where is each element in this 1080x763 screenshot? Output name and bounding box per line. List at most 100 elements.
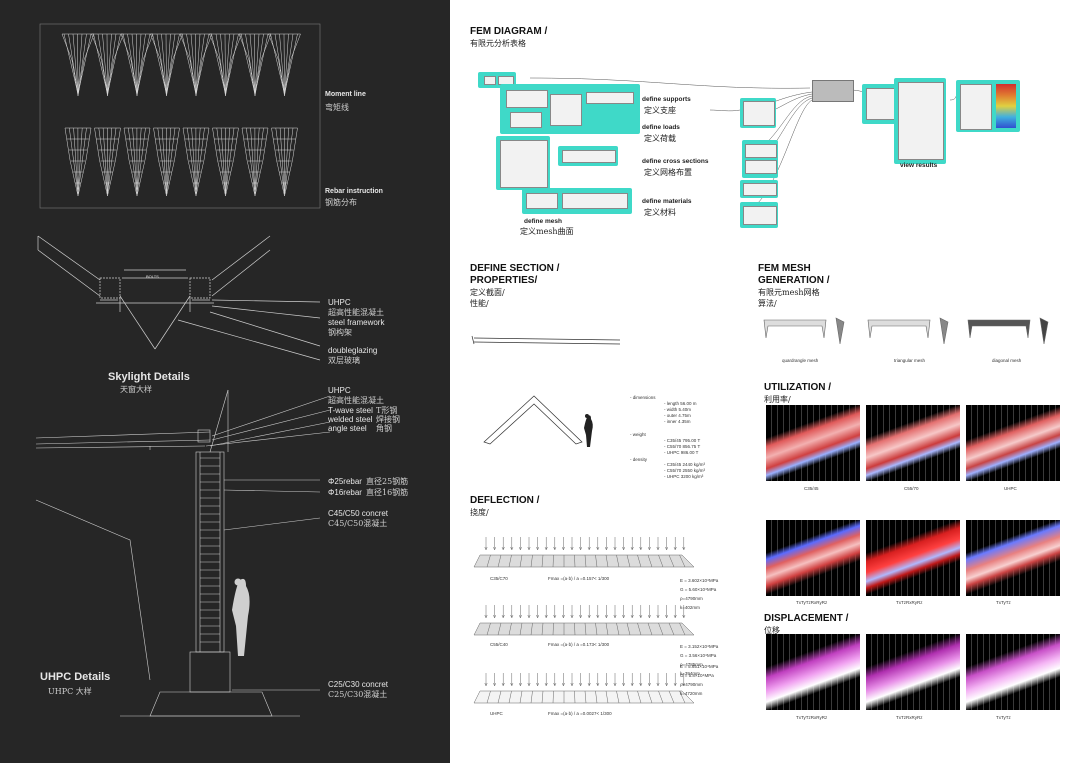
view-results-label: view results [900,162,938,169]
skylight-uhpc-label: UHPC [328,298,351,307]
defl-formula-2: Fmax =(a·b) / a =0.173< 1/300 [548,642,610,647]
mesh-gen-title-zh-2: 算法/ [758,299,777,308]
angle-steel-label: angle steel [328,424,367,433]
welded-steel-label-zh: 焊接钢 [376,415,400,424]
fem-node-group-4[interactable] [522,188,632,214]
steel-framework-label-zh: 钢构架 [328,328,352,337]
fem-node-view[interactable] [894,78,946,164]
result-legend-gradient [996,84,1016,128]
dim-length: - length 56.00 m [664,401,697,406]
define-cross-sections-label-zh: 定义网格布置 [644,168,692,177]
dim-width: - width 5.40m [664,407,692,412]
utilization-plot-1 [766,405,860,481]
weight-uhpc: - UHPC 986.00 T [664,450,699,455]
fem-node-assemble [812,80,854,102]
defl-props-1-1: E = 3.602×10⁴MPa [680,578,719,583]
rebar25-label: Φ25rebar [328,477,362,486]
defl-formula-3: Fmax =(a·b) / a =0.0027< 1/300 [548,711,612,716]
defl-props-1-3: ρ=4790mm [680,596,703,601]
mesh-gen-title-zh-1: 有限元mesh网格 [758,288,820,297]
defl-props-1-2: G = 5.60×10⁴MPa [680,587,717,592]
fem-node-sections[interactable] [740,180,778,198]
skylight-details-title: Skylight Details [108,371,190,383]
utilization-label-5: TxTzRxRyRz [896,600,923,605]
fem-node-group-2[interactable] [496,136,550,190]
deflection-title-zh: 挠度/ [470,508,489,517]
utilization-label-3: UHPC [1004,486,1017,491]
density-c5570: - C55/70 2550 kg/m³ [664,468,706,473]
defl-props-2-2: G = 3.56×10⁴MPa [680,653,717,658]
define-supports-label-zh: 定义支座 [644,106,676,115]
displacement-title-zh: 位移 [764,626,780,635]
displacement-title: DISPLACEMENT / [764,613,849,624]
rebar25-label-zh: 直径25钢筋 [366,477,409,486]
dim-inner: - inner 4.35m [664,419,691,424]
fem-node-legend[interactable] [956,80,1020,132]
utilization-label-6: TxTyTz [996,600,1011,605]
t-wave-steel-label-zh: T形钢 [376,406,398,415]
moment-line-drawing [35,23,331,717]
deflection-title: DEFLECTION / [470,495,540,506]
detail-drawings-panel: Moment line 弯矩线 Rebar instruction 钢筋分布 B… [0,0,450,763]
uhpc-details-title: UHPC Details [40,671,111,683]
define-materials-label: define materials [642,198,692,205]
skylight-details-title-zh: 天窗大样 [120,385,152,394]
defl-props-2-3: ρ=4785mm [680,662,703,667]
fem-diagram-title: FEM DIAGRAM / [470,26,548,37]
deflection-plates [473,537,695,704]
angle-steel-label-zh: 角钢 [376,424,392,433]
fem-node-supports[interactable] [740,98,776,128]
utilization-title-zh: 利用率/ [764,395,791,404]
uhpc-details-title-zh: UHPC 大样 [48,687,92,696]
steel-framework-label: steel framework [328,318,385,327]
rebar16-label-zh: 直径16钢筋 [366,488,409,497]
c25-concrete-label: C25/C30 concret [328,680,389,689]
displacement-label-2: TxTzRxRyRz [896,715,923,720]
mesh-gen-title-2: GENERATION / [758,275,830,286]
fem-node-group-1[interactable] [500,84,640,134]
fem-diagram-title-zh: 有限元分析表格 [470,39,526,48]
mesh-label-triangular: triangular mesh [894,358,926,363]
define-cross-sections-label: define cross sections [642,158,709,165]
defl-props-3-2: G = 5.8×10⁴MPa [680,673,714,678]
utilization-plot-3 [966,405,1060,481]
doubleglazing-label-zh: 双层玻璃 [328,356,360,365]
fem-node-loads[interactable] [742,140,778,178]
mesh-label-quadrangle: quardrangle mesh [782,358,819,363]
dimensions-label: - dimensions [630,395,656,400]
displacement-plot-2 [866,634,960,710]
fem-connection-wires [529,77,971,211]
utilization-label-4: TxTyTzRxRyRz [796,600,828,605]
moment-line-label-zh: 弯矩线 [325,103,349,112]
define-section-title-1: DEFINE SECTION / [470,263,560,274]
dim-outer: - outer 4.75m [664,413,691,418]
utilization-plot-5 [866,520,960,596]
defl-props-3-3: ρ=4790mm [680,682,703,687]
weight-label: - weight [630,432,646,437]
define-section-title-zh-2: 性能/ [470,299,489,308]
rebar-instruction-label-zh: 钢筋分布 [325,198,357,207]
defl-props-3-1: E = 5.651×10⁴MPa [680,664,719,669]
define-loads-label: define loads [642,124,680,131]
define-mesh-label-zh: 定义mesh曲面 [520,227,574,236]
utilization-plot-4 [766,520,860,596]
mesh-thumbnails [763,317,1049,345]
define-materials-label-zh: 定义材料 [644,208,676,217]
fem-node-group-3[interactable] [558,146,618,166]
defl-props-1-4: k=402mm [680,605,700,610]
defl-props-2-1: E = 3.152×10⁴MPa [680,644,719,649]
define-supports-label: define supports [642,96,691,103]
displacement-label-3: TxTyTz [996,715,1011,720]
c45-concrete-label: C45/C50 concret [328,509,389,518]
c45-concrete-label-zh: C45/C50混凝土 [328,519,388,528]
density-uhpc: - UHPC 3200 kg/m³ [664,474,704,479]
defl-props-3-4: k=4720mm [680,691,703,696]
section-drawing [471,335,621,447]
utilization-label-1: C35/45 [804,486,819,491]
displacement-plot-3 [966,634,1060,710]
welded-steel-label: welded steel [328,415,373,424]
fem-node-materials[interactable] [740,202,778,228]
utilization-label-2: C55/70 [904,486,919,491]
utilization-plot-6 [966,520,1060,596]
utilization-plot-2 [866,405,960,481]
